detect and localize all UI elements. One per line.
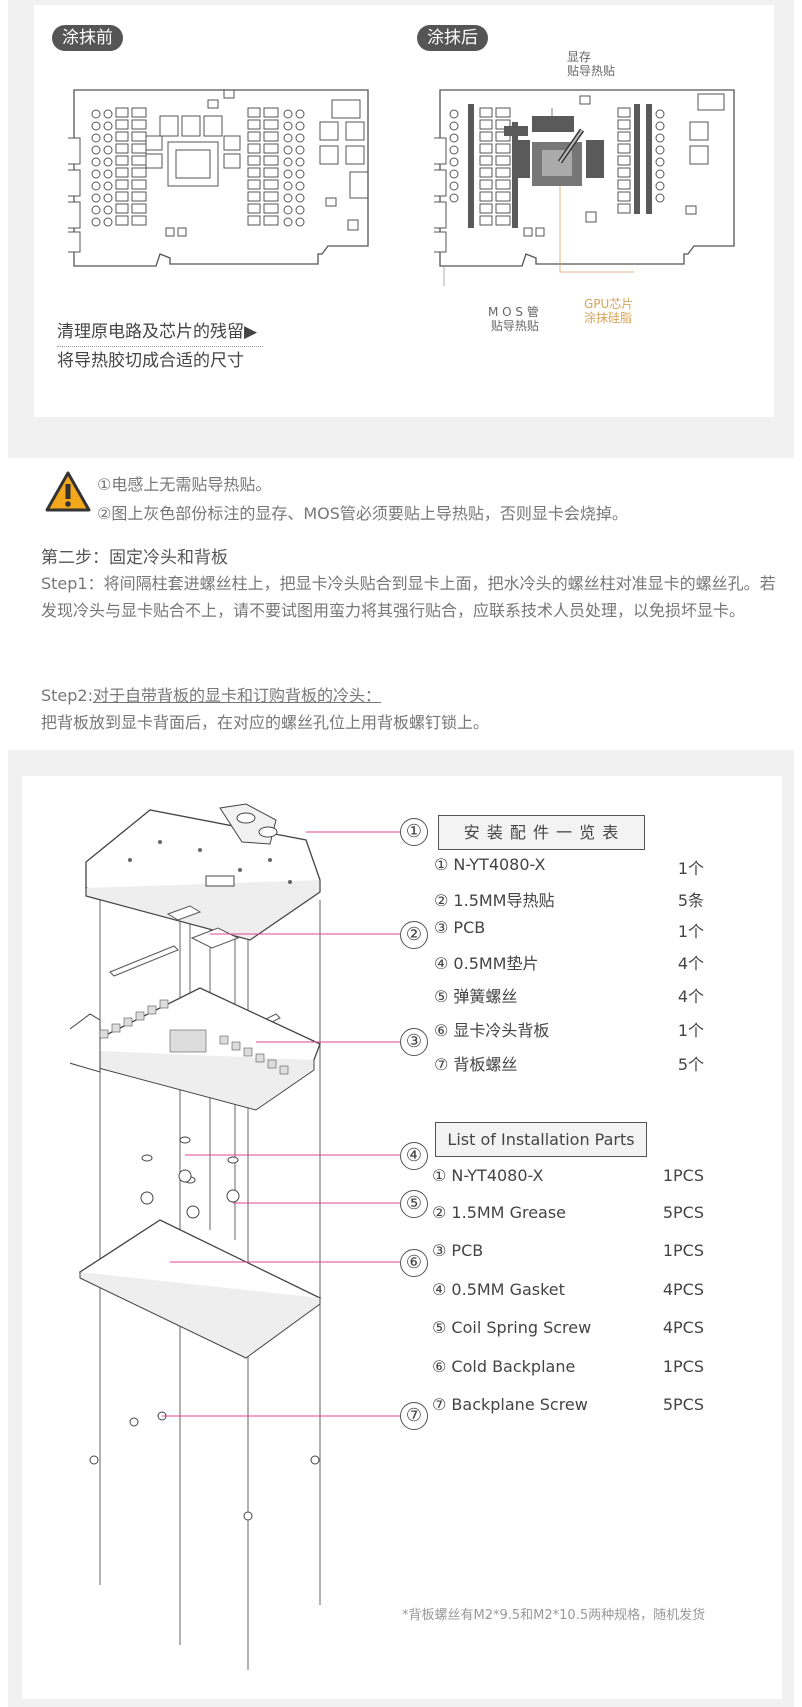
- after-label: 涂抹后: [417, 25, 488, 51]
- pcb-before-diagram: [68, 89, 369, 267]
- vram-label: 显存 贴导热贴: [567, 50, 616, 78]
- callout-5: ⑤: [400, 1190, 428, 1218]
- parts-cn-title: 安 装 配 件 一 览 表: [438, 815, 645, 850]
- step2-prefix: Step2:: [41, 686, 93, 705]
- callout-7: ⑦: [400, 1402, 428, 1430]
- step2-link[interactable]: 对于自带背板的显卡和订购背板的冷头：: [93, 686, 382, 705]
- exploded-diagram: [70, 803, 400, 1670]
- instruction-line1: 清理原电路及芯片的残留: [57, 322, 244, 342]
- pcb-after-diagram: [434, 89, 735, 286]
- footnote: *背板螺丝有M2*9.5和M2*10.5两种规格，随机发货: [402, 1608, 706, 1623]
- arrow-right-icon: ▶: [244, 322, 258, 342]
- step2-intro: Step2:对于自带背板的显卡和订购背板的冷头：: [41, 682, 381, 709]
- before-label: 涂抹前: [52, 25, 123, 51]
- step2-text: 把背板放到显卡背面后，在对应的螺丝孔位上用背板螺钉锁上。: [41, 713, 490, 732]
- step1-text: Step1：将间隔柱套进螺丝柱上，把显卡冷头贴合到显卡上面，把水冷头的螺丝柱对准…: [41, 574, 776, 620]
- callout-2: ②: [400, 921, 428, 949]
- gpu-label: GPU芯片 涂抹硅脂: [584, 297, 634, 325]
- warning-icon: [45, 471, 91, 512]
- instruction-block: 清理原电路及芯片的残留▶ 将导热胶切成合适的尺寸: [57, 318, 264, 375]
- warning-line1: ①电感上无需贴导热贴。: [97, 475, 272, 494]
- step2-heading: 第二步：固定冷头和背板: [41, 548, 228, 568]
- callout-1: ①: [400, 818, 428, 846]
- instruction-line2: 将导热胶切成合适的尺寸: [57, 351, 244, 371]
- mos-label: M O S 管 贴导热贴: [488, 305, 539, 333]
- warning-line2: ②图上灰色部份标注的显存、MOS管必须要贴上导热贴，否则显卡会烧掉。: [97, 504, 628, 523]
- callout-3: ③: [400, 1028, 428, 1056]
- callout-6: ⑥: [400, 1249, 428, 1277]
- parts-en-title: List of Installation Parts: [435, 1122, 647, 1157]
- callout-4: ④: [400, 1142, 428, 1170]
